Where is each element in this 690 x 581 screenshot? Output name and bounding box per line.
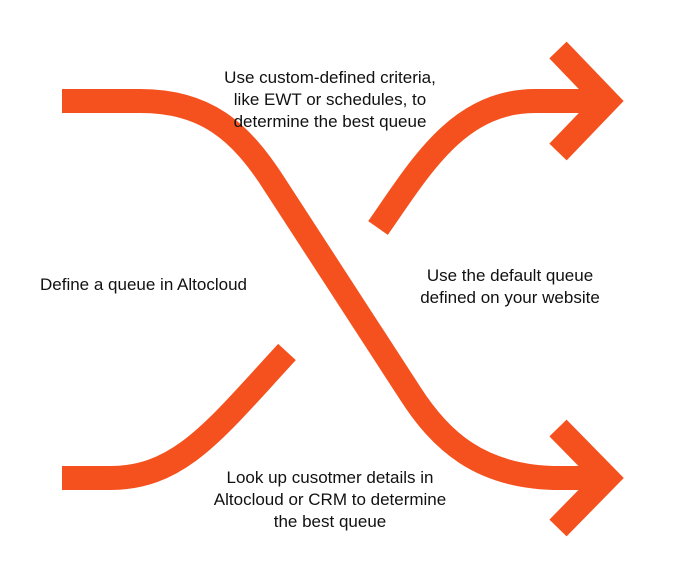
custom-criteria-label: Use custom-defined criteria, like EWT or… (180, 67, 480, 133)
customer-lookup-label-line: the best queue (273, 512, 387, 531)
lower-left-arrow-path (62, 343, 296, 490)
default-queue-label: Use the default queue defined on your we… (390, 265, 630, 309)
default-queue-label-line: Use the default queue (426, 266, 594, 285)
customer-lookup-label-line: Look up cusotmer details in (226, 468, 434, 487)
define-queue-label: Define a queue in Altocloud (40, 274, 280, 296)
upper-to-lower-arrow-path (62, 89, 596, 490)
custom-criteria-label-line: Use custom-defined criteria, (224, 68, 436, 87)
customer-lookup-label-line: Altocloud or CRM to determine (213, 490, 447, 509)
custom-criteria-label-line: determine the best queue (233, 112, 427, 131)
customer-lookup-label: Look up cusotmer details in Altocloud or… (175, 467, 485, 533)
lower-arrowhead-chevron-right-icon (549, 419, 624, 537)
upper-arrowhead-chevron-right-icon (549, 41, 624, 161)
default-queue-label-line: defined on your website (420, 288, 600, 307)
custom-criteria-label-line: like EWT or schedules, to (233, 90, 427, 109)
define-queue-label-line: Define a queue in Altocloud (40, 275, 247, 294)
upper-right-arrow-path (368, 89, 598, 235)
